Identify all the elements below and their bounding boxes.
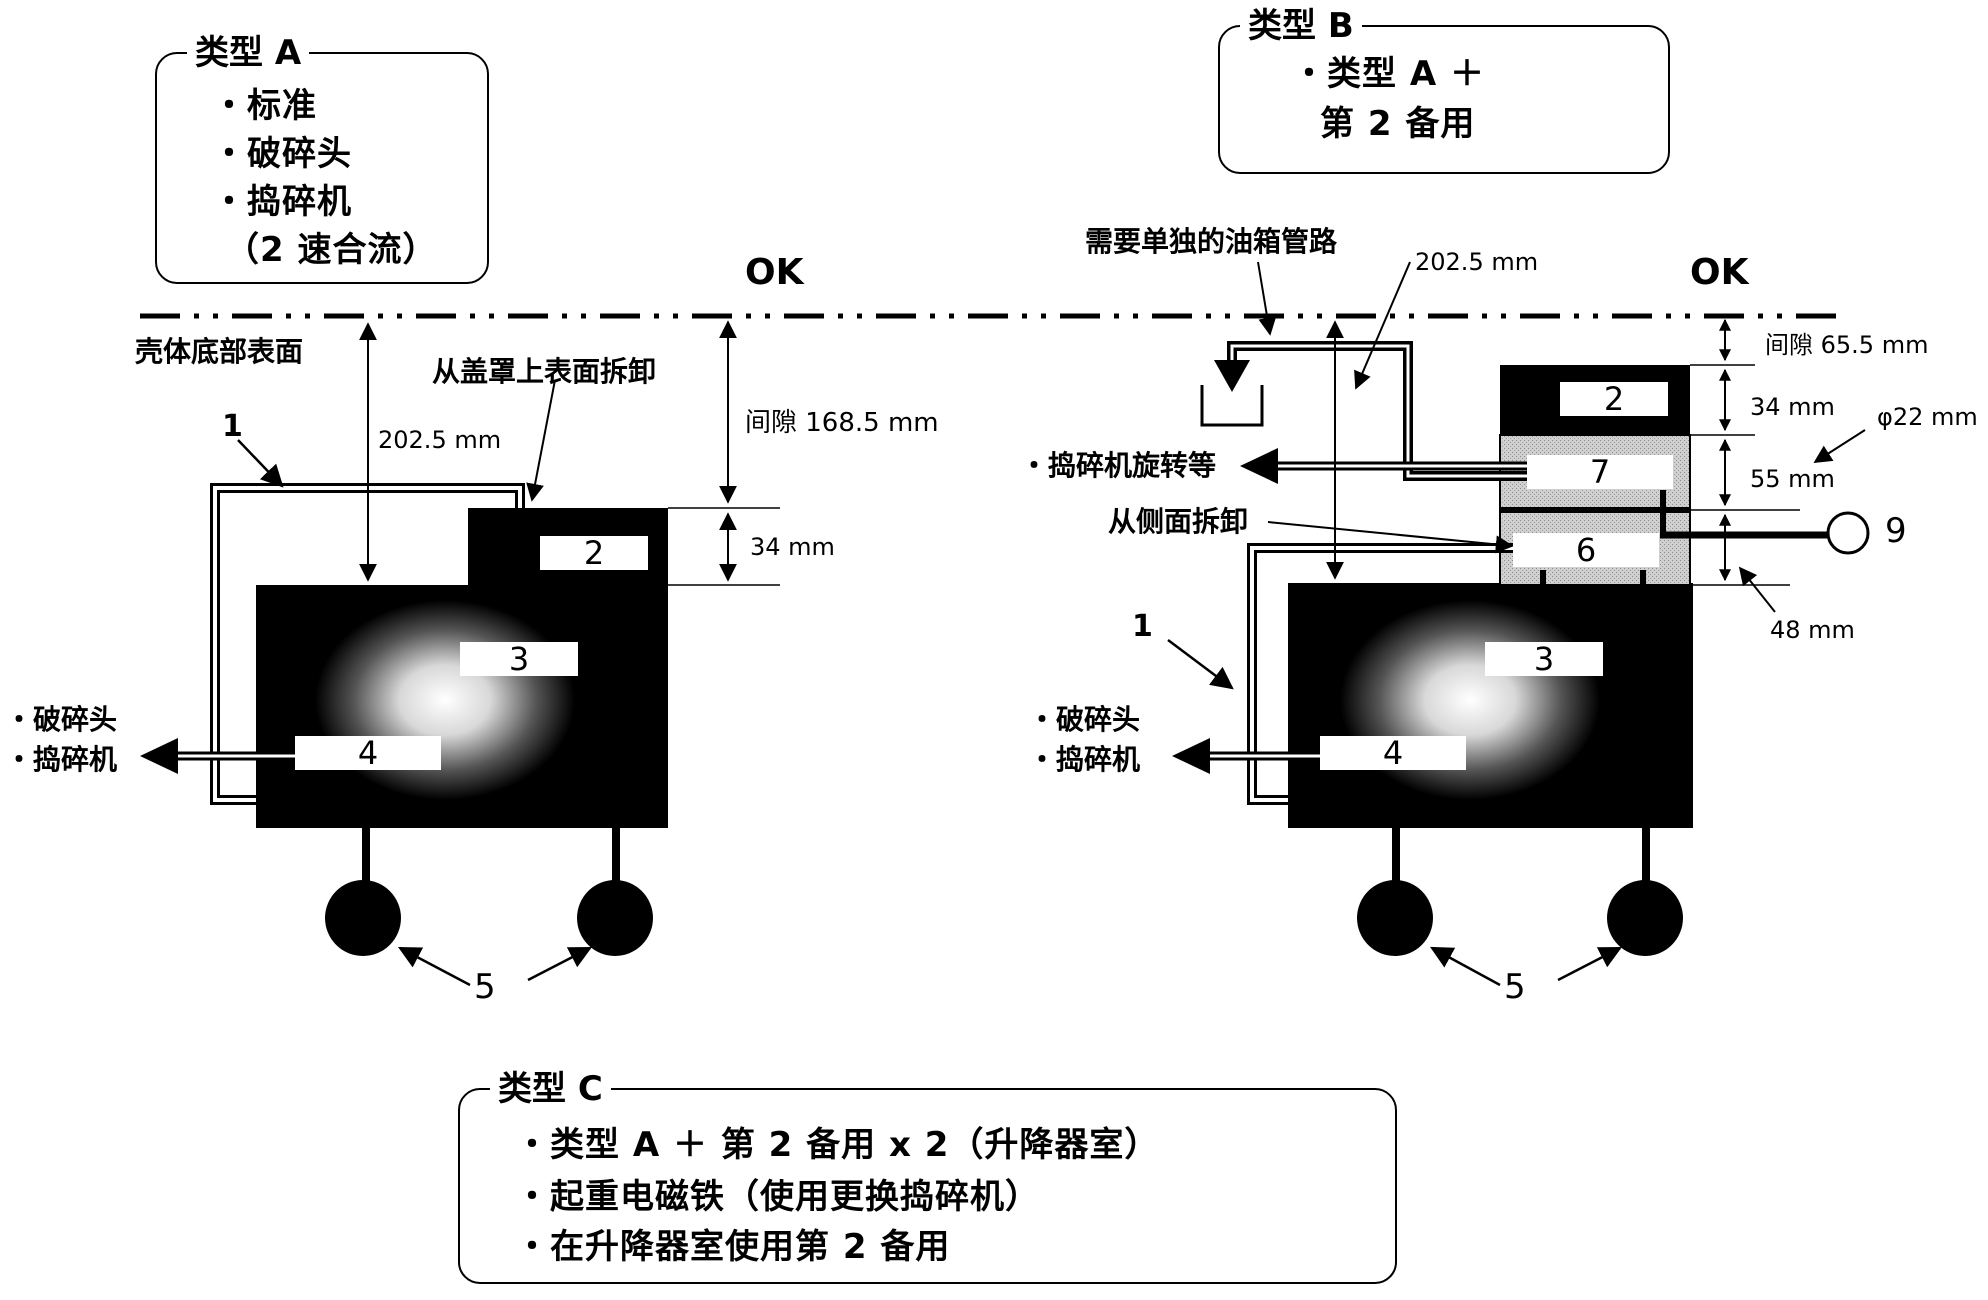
left-gap-168: 间隙 168.5 mm [745, 408, 939, 438]
right-output-item-1: ・破碎头 [1028, 703, 1141, 736]
right-tank [1200, 385, 1264, 427]
legend-type-a-item-3: ・捣碎机 [212, 182, 352, 222]
left-ok-label: OK [745, 252, 804, 293]
legend-type-c: 类型 C ・类型 A ＋ 第 2 备用 x 2（升降器室） ・起重电磁铁（使用更… [458, 1072, 1397, 1284]
right-number-9: 9 [1885, 511, 1907, 551]
left-label-4: 4 [295, 736, 441, 770]
left-output-arrow [140, 738, 178, 774]
left-wheel-2 [577, 880, 653, 956]
right-dim-202: 202.5 mm [1415, 248, 1539, 276]
right-remove-side-label: 从侧面拆卸 [1108, 505, 1249, 538]
left-dim-202: 202.5 mm [378, 426, 502, 454]
right-valve-assembly [1167, 261, 1870, 987]
right-tank-line-label: 需要单独的油箱管路 [1085, 225, 1338, 258]
legend-type-a-item-4: （2 速合流） [225, 230, 438, 270]
right-ok-label: OK [1690, 252, 1749, 293]
right-label-7: 7 [1527, 455, 1673, 489]
left-dim-34: 34 mm [750, 533, 835, 561]
left-housing-bottom-label: 壳体底部表面 [135, 335, 304, 368]
right-label-6: 6 [1513, 533, 1659, 567]
right-rotate-arrow [1240, 448, 1278, 484]
right-dim-34: 34 mm [1750, 393, 1835, 421]
right-phi-22: φ22 mm [1877, 403, 1978, 431]
left-output-item-1: ・破碎头 [5, 703, 118, 736]
left-number-1: 1 [222, 409, 243, 444]
legend-type-a-title: 类型 A [187, 36, 310, 70]
right-label-2: 2 [1560, 382, 1668, 416]
right-label-3: 3 [1485, 642, 1603, 676]
right-dim-48: 48 mm [1770, 616, 1855, 644]
legend-type-b: 类型 B ・类型 A ＋ 第 2 备用 [1218, 9, 1670, 174]
legend-type-b-item-2: 第 2 备用 [1320, 104, 1476, 144]
legend-type-b-item-1: ・类型 A ＋ [1292, 54, 1485, 94]
legend-type-a: 类型 A ・标准 ・破碎头 ・捣碎机 （2 速合流） [155, 36, 489, 284]
right-number-1: 1 [1132, 609, 1153, 644]
legend-type-c-item-3: ・在升降器室使用第 2 备用 [515, 1227, 951, 1267]
left-number-5: 5 [474, 967, 496, 1007]
legend-type-b-title: 类型 B [1240, 9, 1362, 43]
right-wheel-2 [1607, 880, 1683, 956]
right-port-9 [1826, 511, 1870, 555]
right-gap-65: 间隙 65.5 mm [1765, 331, 1929, 359]
right-dim-55: 55 mm [1750, 465, 1835, 493]
right-label-4: 4 [1320, 736, 1466, 770]
right-output-arrow [1172, 738, 1210, 774]
left-label-2: 2 [540, 536, 648, 570]
left-remove-top-label: 从盖罩上表面拆卸 [432, 355, 657, 388]
legend-type-c-item-2: ・起重电磁铁（使用更换捣碎机） [515, 1177, 1040, 1217]
left-wheel-1 [325, 880, 401, 956]
legend-type-c-title: 类型 C [490, 1072, 611, 1106]
left-label-3: 3 [460, 642, 578, 676]
legend-type-a-item-2: ・破碎头 [212, 134, 352, 174]
legend-type-a-item-1: ・标准 [212, 86, 317, 126]
right-crusher-rotate-label: ・捣碎机旋转等 [1020, 449, 1217, 482]
right-output-item-2: ・捣碎机 [1028, 743, 1141, 776]
right-wheel-1 [1357, 880, 1433, 956]
right-number-5: 5 [1504, 967, 1526, 1007]
legend-type-c-item-1: ・类型 A ＋ 第 2 备用 x 2（升降器室） [515, 1125, 1160, 1165]
left-output-item-2: ・捣碎机 [5, 743, 118, 776]
